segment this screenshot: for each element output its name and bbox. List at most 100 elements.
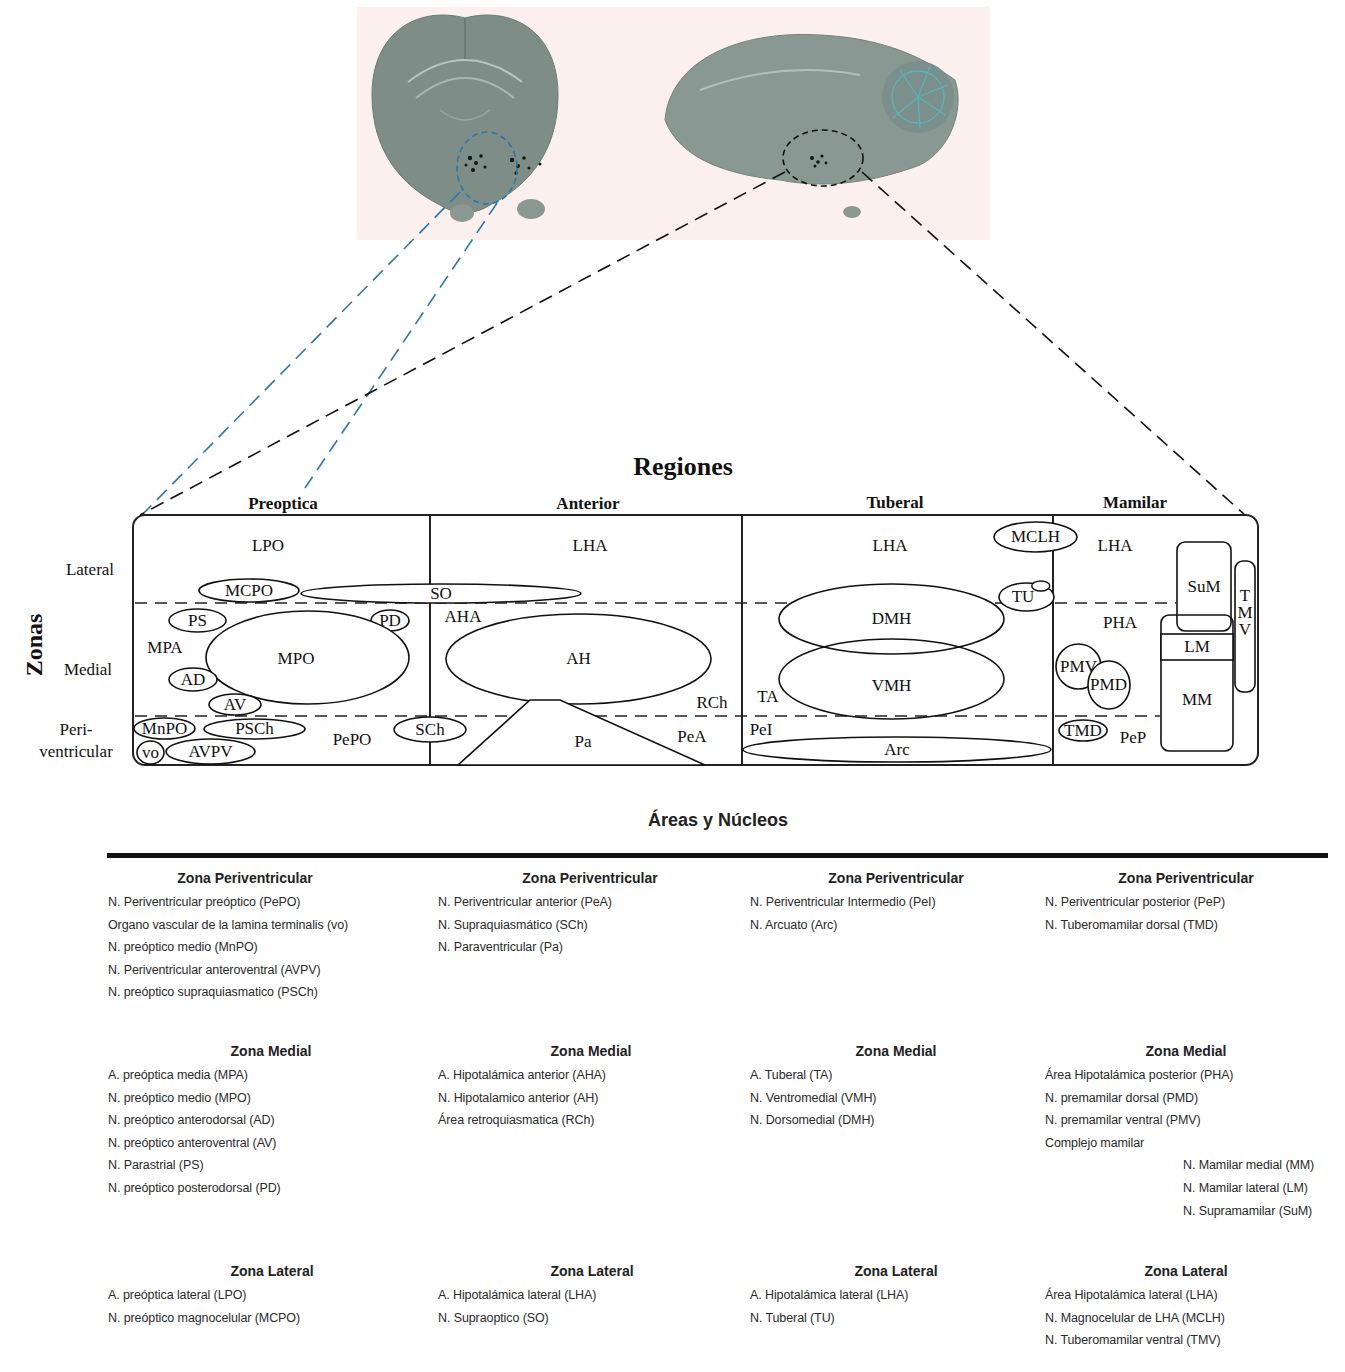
nucleus-entry: N. preóptico medio (MPO) bbox=[108, 1090, 251, 1104]
nucleus-entry: N. premamilar dorsal (PMD) bbox=[1045, 1090, 1198, 1104]
zone-heading: Zona Periventricular bbox=[828, 870, 963, 886]
nucleus-shape: SuM bbox=[1176, 541, 1232, 632]
nucleus-entry: N. Paraventricular (Pa) bbox=[438, 940, 563, 954]
nucleus-shape: MCPO bbox=[198, 578, 300, 603]
nucleus-label: PS bbox=[188, 611, 207, 630]
nucleus-outline bbox=[209, 694, 261, 715]
region-header: Anterior bbox=[556, 494, 619, 514]
area-label: LHA bbox=[1098, 536, 1133, 556]
nucleus-outline bbox=[206, 611, 409, 704]
zone-heading: Zona Lateral bbox=[1144, 1263, 1227, 1279]
area-label: MPA bbox=[147, 638, 182, 658]
nucleus-entry: N. Tuberomamilar dorsal (TMD) bbox=[1045, 917, 1218, 931]
area-label: RCh bbox=[696, 693, 727, 713]
nucleus-entry: N. Tuberomamilar ventral (TMV) bbox=[1045, 1333, 1221, 1347]
diagram-frame bbox=[133, 515, 1258, 765]
nucleus-entry: N. Tuberal (TU) bbox=[750, 1310, 835, 1324]
nucleus-outline bbox=[1235, 561, 1255, 692]
nucleus-entry: N. preóptico supraquiasmatico (PSCh) bbox=[108, 985, 318, 999]
nucleus-entry: N. Periventricular preóptico (PePO) bbox=[108, 895, 300, 909]
nucleus-outline bbox=[1161, 615, 1233, 751]
nucleus-label: vo bbox=[142, 743, 159, 762]
nucleus-entry: N. Periventricular posterior (PeP) bbox=[1045, 895, 1225, 909]
nucleus-entry: N. preóptico magnocelular (MCPO) bbox=[108, 1310, 300, 1324]
nucleus-entry: A. Hipotalámica anterior (AHA) bbox=[438, 1068, 606, 1082]
region-header: Preoptica bbox=[248, 494, 318, 514]
area-label: AHA bbox=[445, 607, 482, 627]
nucleus-entry: N. preóptico posterodorsal (PD) bbox=[108, 1181, 281, 1195]
section-title: Áreas y Núcleos bbox=[648, 810, 788, 831]
nucleus-outline bbox=[1059, 720, 1107, 741]
nucleus-entry: A. Tuberal (TA) bbox=[750, 1068, 832, 1082]
nucleus-entry: A. Hipotalámica lateral (LHA) bbox=[438, 1288, 596, 1302]
nucleus-label: Arc bbox=[884, 740, 909, 759]
ventricle bbox=[440, 110, 490, 120]
nucleus-entry: N. Dorsomedial (DMH) bbox=[750, 1113, 874, 1127]
area-label: PHA bbox=[1103, 613, 1137, 633]
nucleus-shape: AV bbox=[208, 693, 262, 716]
nucleus-label: MCLH bbox=[1011, 528, 1060, 547]
zone-heading: Zona Medial bbox=[551, 1043, 632, 1059]
nucleus-entry: Área Hipotalámica lateral (LHA) bbox=[1045, 1288, 1218, 1302]
nucleus-label: SCh bbox=[415, 720, 444, 739]
area-label: PePO bbox=[333, 730, 372, 750]
nucleus-outline bbox=[1161, 634, 1233, 660]
nucleus-outline bbox=[301, 584, 581, 603]
area-label: PeA bbox=[677, 727, 706, 747]
nucleus-label: MPO bbox=[278, 650, 315, 669]
nucleus-entry: N. premamilar ventral (PMV) bbox=[1045, 1113, 1201, 1127]
nucleus-shape: Arc bbox=[742, 736, 1052, 763]
zoom-circle bbox=[783, 130, 863, 186]
axis-title: Zonas bbox=[21, 614, 49, 677]
nucleus-shape: MPO bbox=[205, 610, 410, 705]
nucleus-label: SO bbox=[430, 584, 452, 603]
nucleus-label: SuM bbox=[1187, 578, 1220, 597]
nucleus-entry: Área retroquiasmatica (RCh) bbox=[438, 1113, 594, 1127]
nucleus-label: AH bbox=[566, 650, 591, 669]
nucleus-outline bbox=[134, 718, 195, 739]
nucleus-shape: VMH bbox=[778, 638, 1005, 720]
nucleus-outline bbox=[1177, 542, 1231, 631]
nucleus-shape: SCh bbox=[393, 716, 467, 743]
nucleus-entry: N. Supraoptico (SO) bbox=[438, 1310, 549, 1324]
nucleus-shape: PSCh bbox=[203, 718, 306, 740]
zoom-circle bbox=[457, 132, 517, 204]
nucleus-shape: MCLH bbox=[993, 521, 1078, 553]
zone-label: Peri- ventricular bbox=[26, 719, 126, 763]
zone-heading: Zona Lateral bbox=[550, 1263, 633, 1279]
nucleus-entry: N. preóptico medio (MnPO) bbox=[108, 940, 258, 954]
nucleus-entry: N. Hipotalamico anterior (AH) bbox=[438, 1090, 598, 1104]
nucleus-entry: N. Parastrial (PS) bbox=[108, 1158, 203, 1172]
zone-label: Lateral bbox=[66, 560, 114, 580]
zone-heading: Zona Medial bbox=[1146, 1043, 1227, 1059]
nucleus-entry: N. preóptico anterodorsal (AD) bbox=[108, 1113, 275, 1127]
nucleus-shape: PS bbox=[168, 608, 227, 633]
area-label: TA bbox=[757, 687, 778, 707]
pituitary bbox=[843, 206, 861, 218]
nucleus-shape: Pa bbox=[458, 700, 705, 765]
nucleus-label: LM bbox=[1184, 638, 1210, 657]
nucleus-outline bbox=[169, 668, 217, 691]
nucleus-shape: TMD bbox=[1058, 719, 1108, 742]
area-label: PeI bbox=[750, 720, 773, 740]
nucleus-entry: N. Arcuato (Arc) bbox=[750, 917, 837, 931]
nucleus-outline bbox=[743, 737, 1051, 762]
hippocampus bbox=[416, 78, 514, 98]
region-header: Mamilar bbox=[1103, 493, 1167, 513]
nucleus-entry: N. Periventricular anterior (PeA) bbox=[438, 895, 612, 909]
nucleus-outline bbox=[394, 717, 466, 742]
zone-heading: Zona Lateral bbox=[230, 1263, 313, 1279]
nucleus-entry: Organo vascular de la lamina terminalis … bbox=[108, 917, 348, 931]
nucleus-outline bbox=[204, 719, 305, 739]
nucleus-outline bbox=[137, 741, 164, 764]
nucleus-entry: A. preóptica media (MPA) bbox=[108, 1068, 248, 1082]
region-dividers bbox=[430, 515, 1053, 765]
nucleus-label: DMH bbox=[872, 610, 912, 629]
sagittal-section bbox=[665, 34, 958, 184]
nucleus-shape: MM LM bbox=[1160, 614, 1234, 752]
nucleus-label: MM bbox=[1182, 691, 1212, 710]
nucleus-entry: Área Hipotalámica posterior (PHA) bbox=[1045, 1068, 1233, 1082]
nucleus-label: AVPV bbox=[188, 742, 232, 761]
area-label: PeP bbox=[1120, 728, 1146, 748]
nucleus-label: PSCh bbox=[235, 720, 274, 739]
